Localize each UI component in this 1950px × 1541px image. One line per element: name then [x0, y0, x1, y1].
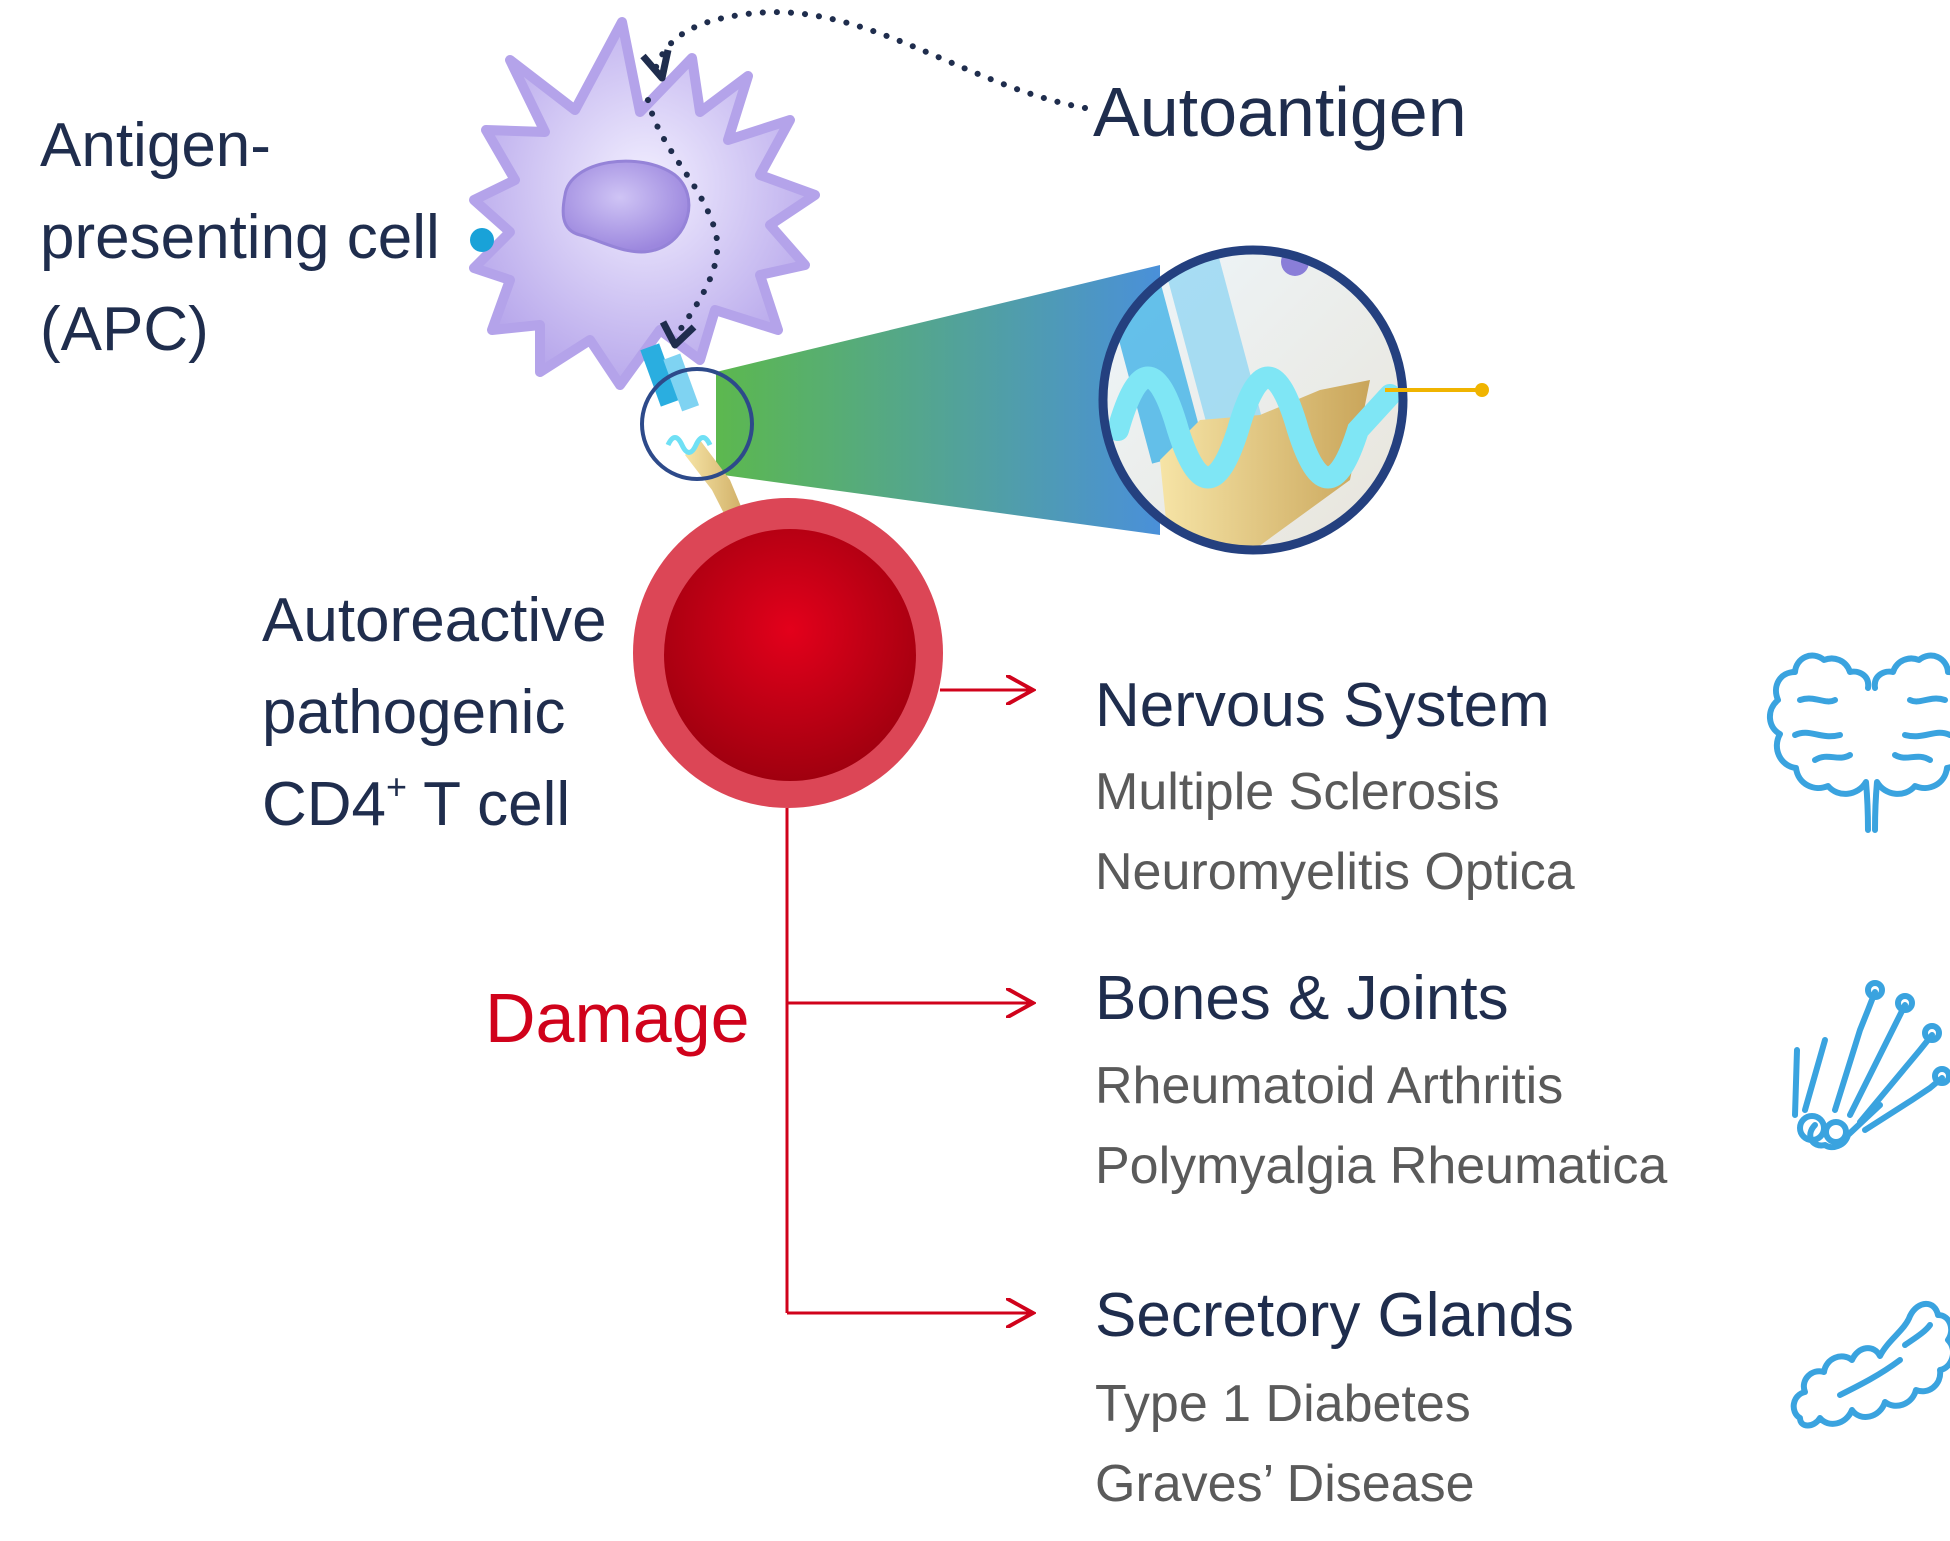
zoom-beam	[716, 265, 1160, 535]
category-title-nervous-system: Nervous System	[1095, 671, 1550, 740]
t-cell	[633, 498, 943, 808]
autoantigen-path-inner	[645, 97, 721, 333]
damage-connectors	[785, 690, 1030, 1313]
apc-label: Antigen- presenting cell (APC)	[40, 100, 440, 376]
apc-label-line: presenting cell	[40, 203, 440, 272]
apc-cell	[469, 17, 820, 390]
category-title-secretory-glands: Secretory Glands	[1095, 1281, 1574, 1350]
brain-icon	[1767, 652, 1950, 833]
t-cell-label: Autoreactive pathogenic CD4+ T cell	[262, 575, 607, 851]
arrowhead-icon	[640, 49, 672, 82]
category-item: Multiple Sclerosis	[1095, 763, 1500, 821]
apc-nucleus	[561, 159, 691, 254]
mhc-molecule-icon	[470, 228, 494, 252]
autoantigen-label: Autoantigen	[1093, 73, 1467, 151]
cd4-superscript: +	[386, 766, 408, 807]
category-item: Rheumatoid Arthritis	[1095, 1057, 1564, 1115]
t-cell-label-line1: Autoreactive	[262, 586, 607, 655]
apc-label-line: (APC)	[40, 295, 209, 364]
category-title-bones-joints: Bones & Joints	[1095, 964, 1509, 1033]
damage-label: Damage	[485, 979, 750, 1057]
apc-label-line: Antigen-	[40, 111, 271, 180]
hand-bones-icon	[1792, 980, 1950, 1151]
t-cell-label-line3: CD4+ T cell	[262, 759, 607, 851]
category-item: Type 1 Diabetes	[1095, 1375, 1471, 1433]
pointer-dot	[1475, 383, 1489, 397]
category-item: Graves’ Disease	[1095, 1455, 1475, 1513]
gland-icon	[1790, 1300, 1950, 1429]
category-item: Polymyalgia Rheumatica	[1095, 1137, 1668, 1195]
category-item: Neuromyelitis Optica	[1095, 843, 1575, 901]
t-cell-text: T cell	[407, 770, 571, 839]
arrowhead-icon	[659, 320, 697, 349]
t-cell-label-line2: pathogenic	[262, 678, 566, 747]
cd4-text: CD4	[262, 770, 387, 839]
binding-zoom-circle	[640, 367, 754, 481]
